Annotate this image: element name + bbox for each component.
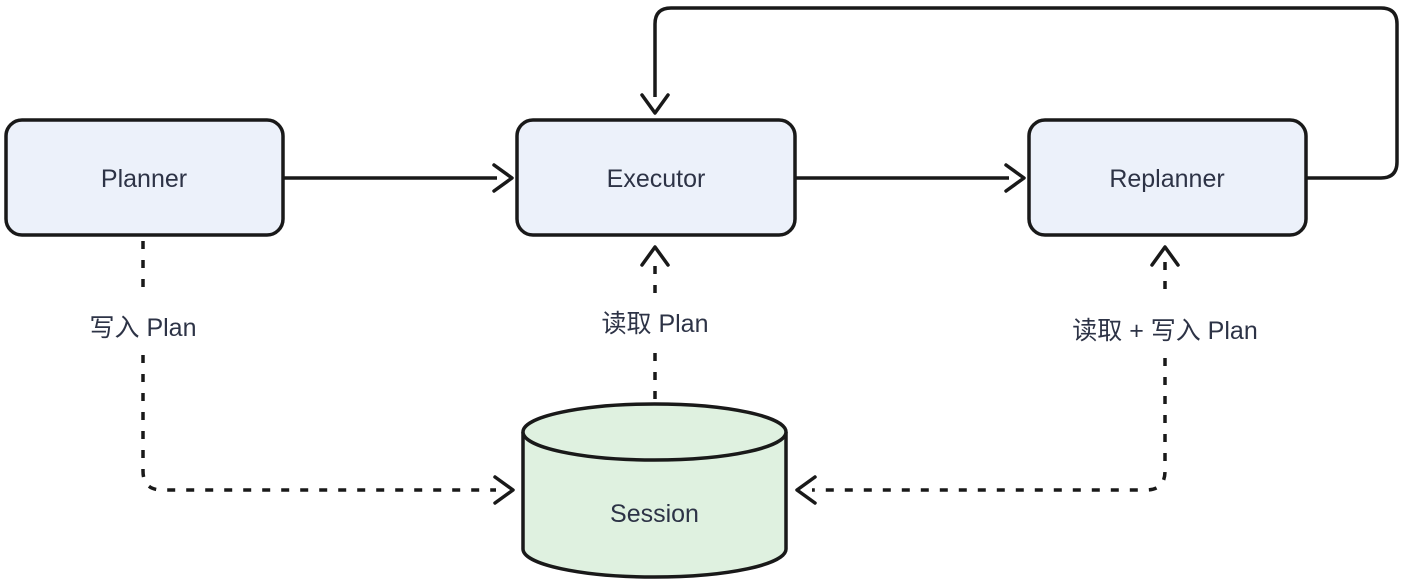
arrowhead-left-icon xyxy=(795,475,817,505)
edge-line xyxy=(141,355,496,492)
edge-line xyxy=(812,358,1167,492)
arrowhead-right-icon xyxy=(493,475,515,505)
replanner-box xyxy=(1027,118,1308,237)
edge-executor-to-replanner xyxy=(796,163,1026,193)
node-executor: Executor xyxy=(515,118,797,237)
edge-planner-to-session: 写入 Plan xyxy=(90,241,515,505)
arrowhead-up-icon xyxy=(640,245,670,267)
edge-label-read-write-plan: 读取 + 写入 Plan xyxy=(1072,317,1257,345)
edge-label-write-plan: 写入 Plan xyxy=(90,314,197,342)
edge-line xyxy=(653,6,1399,180)
session-label: Session xyxy=(610,500,699,528)
cylinder-top xyxy=(521,402,788,462)
arrowhead-up-icon xyxy=(1150,245,1180,267)
node-session-datastore: Session xyxy=(521,402,788,579)
edge-replanner-loop-to-executor xyxy=(640,6,1399,180)
executor-label: Executor xyxy=(607,165,706,193)
arrowhead-right-icon xyxy=(492,163,514,193)
planner-label: Planner xyxy=(101,165,187,193)
node-planner: Planner xyxy=(4,118,285,237)
replanner-label: Replanner xyxy=(1109,165,1224,193)
edge-session-to-executor: 读取 Plan xyxy=(602,245,709,399)
planner-box xyxy=(4,118,285,237)
edge-replanner-to-session-bidirectional: 读取 + 写入 Plan xyxy=(795,245,1258,505)
arrowhead-down-icon xyxy=(640,93,670,115)
edge-label-read-plan: 读取 Plan xyxy=(602,310,709,338)
cylinder-body xyxy=(521,432,788,579)
arrowhead-right-icon xyxy=(1004,163,1026,193)
node-replanner: Replanner xyxy=(1027,118,1308,237)
edge-planner-to-executor xyxy=(284,163,514,193)
executor-box xyxy=(515,118,797,237)
